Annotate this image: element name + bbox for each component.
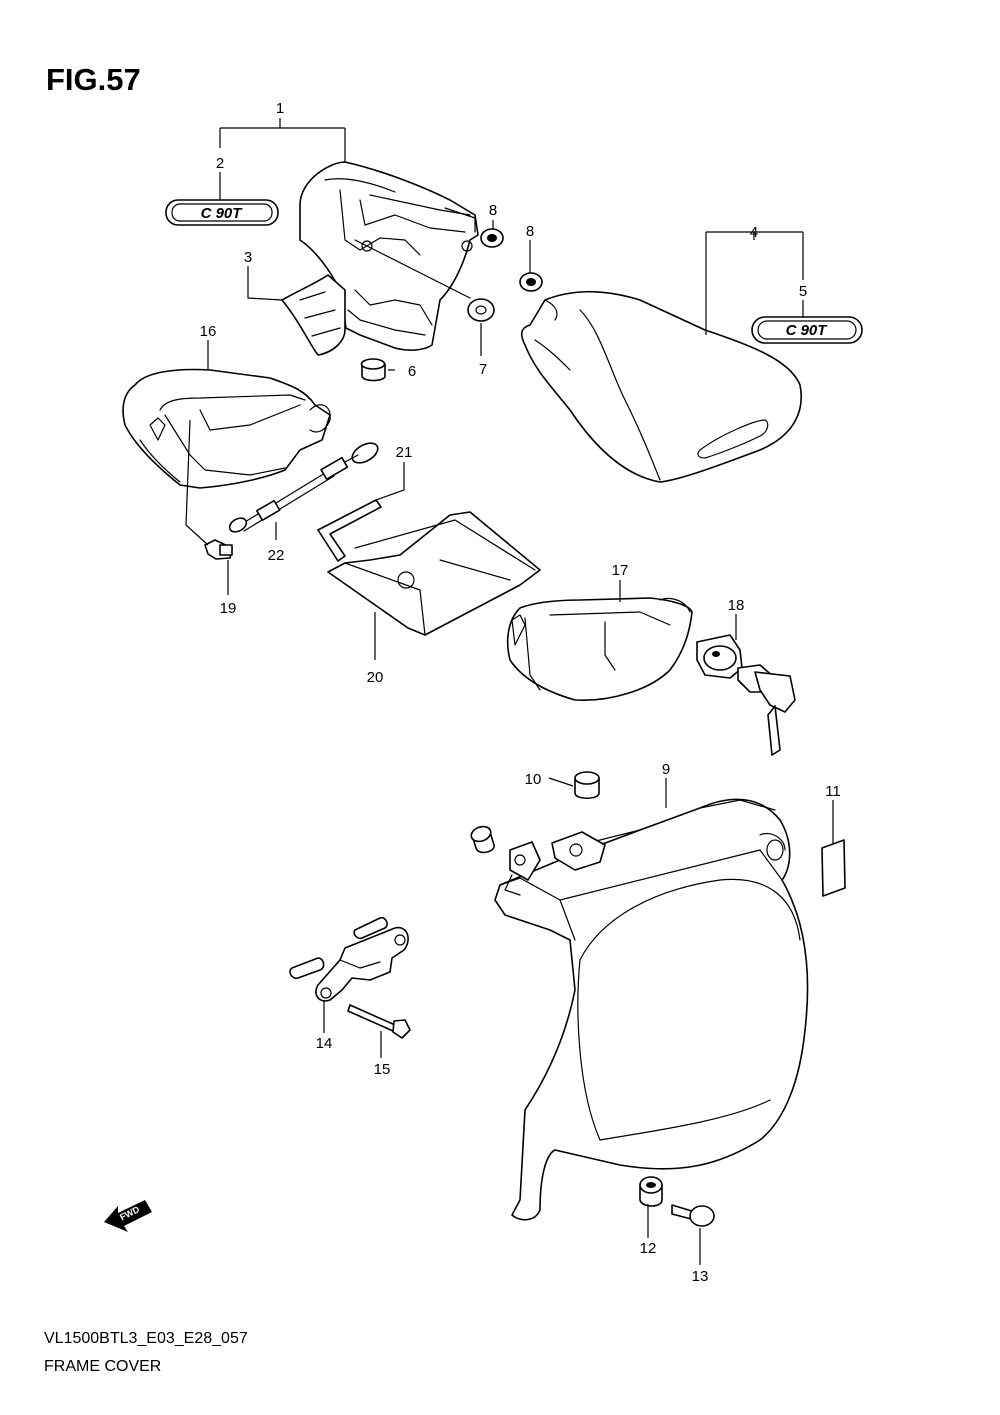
callout-5: 5 (799, 283, 807, 300)
emblem-right-text: C 90T (786, 322, 829, 339)
callout-14: 14 (316, 1035, 333, 1052)
washer-7 (467, 298, 495, 322)
callout-13: 13 (692, 1268, 709, 1285)
frame-cover-lower (494, 798, 809, 1221)
callout-12: 12 (640, 1240, 657, 1257)
grommet-10 (574, 771, 600, 800)
callout-18: 18 (728, 597, 745, 614)
callout-6: 6 (408, 363, 416, 380)
bracket-14 (289, 916, 409, 1002)
callout-17: 17 (612, 562, 629, 579)
leader-lines (185, 118, 834, 1265)
grommet-side (470, 825, 495, 854)
fwd-arrow-icon: FWD (104, 1200, 152, 1232)
box-16 (122, 368, 331, 489)
callout-4: 4 (750, 224, 758, 241)
emblem-upper-text: C 90T (201, 205, 244, 222)
spacer-6 (360, 358, 386, 382)
callout-20: 20 (367, 669, 384, 686)
screw-19 (204, 539, 233, 560)
lock-18 (696, 634, 796, 756)
grommet-12 (639, 1176, 663, 1207)
frame-cover-upper-right (520, 290, 802, 483)
callout-8b: 8 (526, 223, 534, 240)
emblem-upper: C 90T (165, 199, 279, 226)
callout-16: 16 (200, 323, 217, 340)
model-code: VL1500BTL3_E03_E28_057 (44, 1330, 248, 1347)
cable-22 (228, 442, 379, 533)
callout-1: 1 (276, 100, 284, 117)
bolt-15 (347, 1004, 411, 1039)
grommet-8a (480, 228, 504, 248)
callout-8a: 8 (489, 202, 497, 219)
hex-wrench-21 (317, 499, 382, 562)
lid-17 (506, 597, 693, 702)
bolt-13 (671, 1204, 715, 1227)
callout-21: 21 (396, 444, 413, 461)
callout-2: 2 (216, 155, 224, 172)
tool-bag-20 (327, 511, 541, 636)
callout-22: 22 (268, 547, 285, 564)
callout-11: 11 (825, 783, 841, 800)
emblem-right: C 90T (751, 316, 863, 344)
callout-9: 9 (662, 761, 670, 778)
callout-3: 3 (244, 249, 252, 266)
frame-cover-upper-left (281, 161, 479, 356)
label-11 (821, 839, 846, 897)
grommet-8b (519, 272, 543, 292)
callout-10: 10 (525, 771, 542, 788)
callout-19: 19 (220, 600, 237, 617)
figure-name: FRAME COVER (44, 1358, 162, 1375)
callout-15: 15 (374, 1061, 391, 1078)
fig-title: FIG.57 (46, 62, 141, 97)
callout-7: 7 (479, 361, 487, 378)
callout-numbers: 1 2 3 4 5 6 7 8 8 9 10 11 12 13 14 15 16… (200, 100, 841, 1285)
